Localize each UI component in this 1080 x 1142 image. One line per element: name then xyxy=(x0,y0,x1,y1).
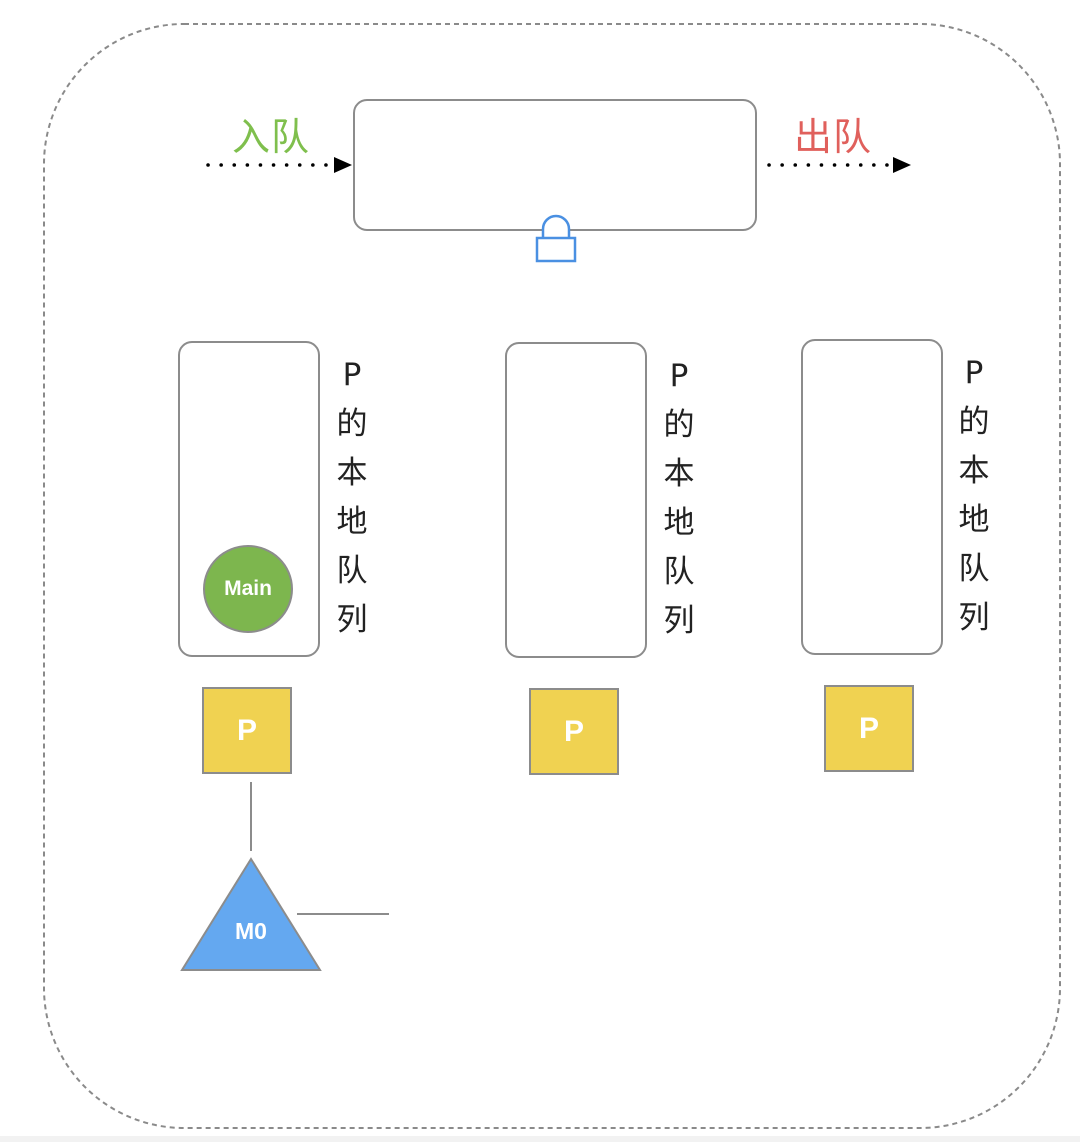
label-char: 的 xyxy=(663,407,695,443)
local-queue-p2 xyxy=(801,339,943,655)
local-queue-label-p0: P 的 本 地 队 列 xyxy=(332,351,372,645)
local-queue-label-p2: P 的 本 地 队 列 xyxy=(954,349,994,643)
lock-icon xyxy=(535,214,577,263)
label-char: P xyxy=(964,355,984,391)
label-char: 的 xyxy=(958,404,990,440)
label-char: 地 xyxy=(336,504,368,540)
label-char: 的 xyxy=(336,406,368,442)
enqueue-label: 入队 xyxy=(232,115,311,159)
label-char: P xyxy=(669,358,689,394)
label-char: 本 xyxy=(958,453,990,489)
label-char: 本 xyxy=(336,455,368,491)
dequeue-label: 出队 xyxy=(794,115,873,159)
label-char: 队 xyxy=(336,553,368,589)
machine-m0-label: M0 xyxy=(235,918,267,944)
label-char: 列 xyxy=(336,602,368,638)
enqueue-arrow xyxy=(206,157,352,173)
local-queue-p1 xyxy=(505,342,647,658)
m0-triangle xyxy=(180,857,322,971)
processor-p0: P xyxy=(202,687,292,774)
bottom-edge-strip xyxy=(0,1136,1080,1142)
local-queue-label-p1: P 的 本 地 队 列 xyxy=(659,352,699,646)
label-char: 列 xyxy=(663,603,695,639)
label-char: 队 xyxy=(663,554,695,590)
processor-p2: P xyxy=(824,685,914,772)
label-char: 列 xyxy=(958,600,990,636)
dequeue-arrow xyxy=(767,157,911,173)
processor-p1: P xyxy=(529,688,619,775)
label-char: 本 xyxy=(663,456,695,492)
label-char: 地 xyxy=(958,502,990,538)
label-char: 队 xyxy=(958,551,990,587)
goroutine-main: Main xyxy=(203,545,293,633)
label-char: P xyxy=(342,357,362,393)
outer-dashed-container xyxy=(43,23,1061,1129)
label-char: 地 xyxy=(663,505,695,541)
